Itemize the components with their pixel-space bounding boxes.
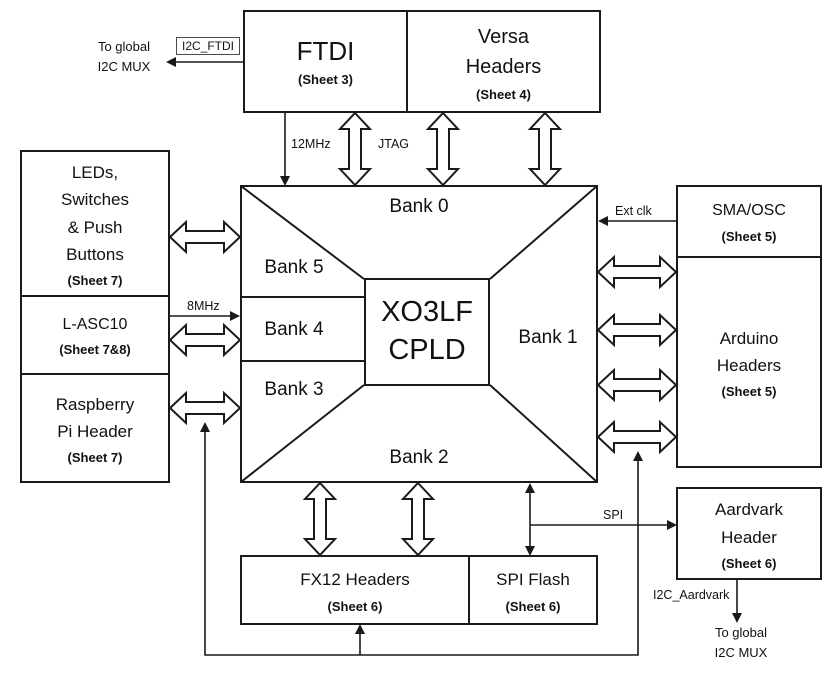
block-spiflash-sheet: (Sheet 6) [505, 598, 561, 614]
bank3-label: Bank 3 [264, 379, 324, 400]
block-versa-sheet: (Sheet 4) [476, 86, 531, 102]
block-spiflash-title: SPI Flash [496, 570, 570, 590]
versa-left-double-arrow [425, 111, 461, 187]
to-global-i2c-mux-top-label: To global I2C MUX [97, 39, 151, 74]
i2c-ftdi-arrowhead [166, 57, 176, 67]
block-spi-flash: SPI Flash (Sheet 6) [468, 555, 598, 625]
i2c-aardvark-label: I2C_Aardvark [653, 588, 730, 602]
block-versa-headers: Versa Headers (Sheet 4) [406, 10, 601, 113]
arduino-double-arrow-4 [596, 419, 678, 455]
block-ftdi-sheet: (Sheet 3) [298, 72, 353, 87]
block-aardvark-sheet: (Sheet 6) [721, 555, 777, 571]
block-sma-sheet: (Sheet 5) [721, 228, 777, 244]
block-sma-title: SMA/OSC [712, 202, 786, 220]
block-arduino-title: Arduino Headers [716, 328, 782, 375]
block-lasc10-sheet: (Sheet 7&8) [59, 342, 131, 358]
block-sma-osc: SMA/OSC (Sheet 5) [676, 185, 822, 258]
block-versa-title: Versa Headers [465, 25, 542, 78]
i2c-bus-arrowhead-right [633, 451, 643, 461]
block-raspberry-pi-header: Raspberry Pi Header (Sheet 7) [20, 373, 170, 483]
versa-right-double-arrow [527, 111, 563, 187]
block-cpld-core: XO3LF CPLD [364, 278, 490, 386]
leds-bank5-double-arrow [168, 219, 242, 255]
clk12-label: 12MHz [291, 137, 331, 151]
bank0-label: Bank 0 [389, 196, 449, 217]
block-fx12-headers: FX12 Headers (Sheet 6) [240, 555, 470, 625]
spi-label: SPI [603, 508, 624, 522]
bank1-label: Bank 1 [518, 327, 578, 348]
cpld-core-label: XO3LF CPLD [381, 296, 473, 366]
rpi-bank3-double-arrow [168, 390, 242, 426]
arduino-double-arrow-1 [596, 254, 678, 290]
bank4-label: Bank 4 [264, 319, 324, 340]
block-lasc10-title: L-ASC10 [62, 315, 128, 333]
i2c-aardvark-arrowhead [732, 613, 742, 623]
block-fx12-sheet: (Sheet 6) [327, 598, 383, 614]
block-arduino-sheet: (Sheet 5) [721, 384, 777, 400]
block-ftdi-title: FTDI [296, 36, 355, 66]
jtag-double-arrow [337, 111, 373, 187]
block-leds-switches: LEDs, Switches & Push Buttons (Sheet 7) [20, 150, 170, 297]
bank5-label: Bank 5 [264, 257, 324, 278]
block-arduino-headers: Arduino Headers (Sheet 5) [676, 256, 822, 468]
block-leds-title: LEDs, Switches & Push Buttons [60, 163, 130, 264]
fx12-left-double-arrow [302, 481, 338, 557]
i2c-ftdi-label: I2C_FTDI [176, 37, 241, 55]
block-ftdi: FTDI (Sheet 3) [243, 10, 408, 113]
block-leds-sheet: (Sheet 7) [67, 272, 123, 288]
block-aardvark-title: Aardvark Header [714, 500, 784, 547]
arduino-double-arrow-2 [596, 312, 678, 348]
jtag-label: JTAG [378, 137, 410, 151]
clk8-label: 8MHz [187, 299, 220, 313]
fx12-bus-arrowhead [355, 624, 365, 634]
bank2-label: Bank 2 [389, 447, 449, 468]
clk8-arrowhead [230, 311, 240, 321]
fx12-right-double-arrow [400, 481, 436, 557]
to-global-i2c-mux-bottom-label: To global I2C MUX [714, 625, 768, 660]
spi-flash-arrowhead-up [525, 483, 535, 493]
block-rpi-sheet: (Sheet 7) [67, 450, 123, 466]
ext-clk-label: Ext clk [615, 204, 652, 218]
block-fx12-title: FX12 Headers [300, 570, 410, 590]
ext-clk-arrowhead [598, 216, 608, 226]
arduino-double-arrow-3 [596, 367, 678, 403]
lasc10-bank4-double-arrow [168, 322, 242, 358]
i2c-bus-arrowhead-left [200, 422, 210, 432]
block-aardvark-header: Aardvark Header (Sheet 6) [676, 487, 822, 580]
block-lasc10: L-ASC10 (Sheet 7&8) [20, 295, 170, 375]
block-rpi-title: Raspberry Pi Header [55, 394, 135, 441]
